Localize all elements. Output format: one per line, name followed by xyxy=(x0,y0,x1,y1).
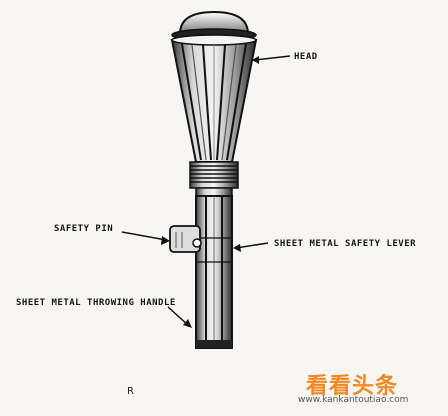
label-head: HEAD xyxy=(294,52,318,62)
safety-pin xyxy=(169,225,202,253)
label-throwing-handle: SHEET METAL THROWING HANDLE xyxy=(16,298,176,308)
throwing-handle-shaft xyxy=(195,195,233,349)
head-cone xyxy=(170,34,258,163)
figure-caption-fragment: R xyxy=(127,386,134,397)
throwing-handle-pointer-arrow xyxy=(167,306,192,328)
watermark-url: www.kankantoutiao.com xyxy=(298,395,409,405)
label-safety-pin: SAFETY PIN xyxy=(54,224,114,234)
head-pointer-arrow xyxy=(252,55,291,64)
watermark-title: 看看头条 xyxy=(306,374,399,399)
safety-lever-pointer-arrow xyxy=(233,242,269,252)
threaded-collar xyxy=(189,161,239,197)
watermark: 看看头条 www.kankantoutiao.com xyxy=(290,368,440,410)
label-safety-lever: SHEET METAL SAFETY LEVER xyxy=(274,239,417,249)
safety-pin-pointer-arrow xyxy=(121,231,170,245)
